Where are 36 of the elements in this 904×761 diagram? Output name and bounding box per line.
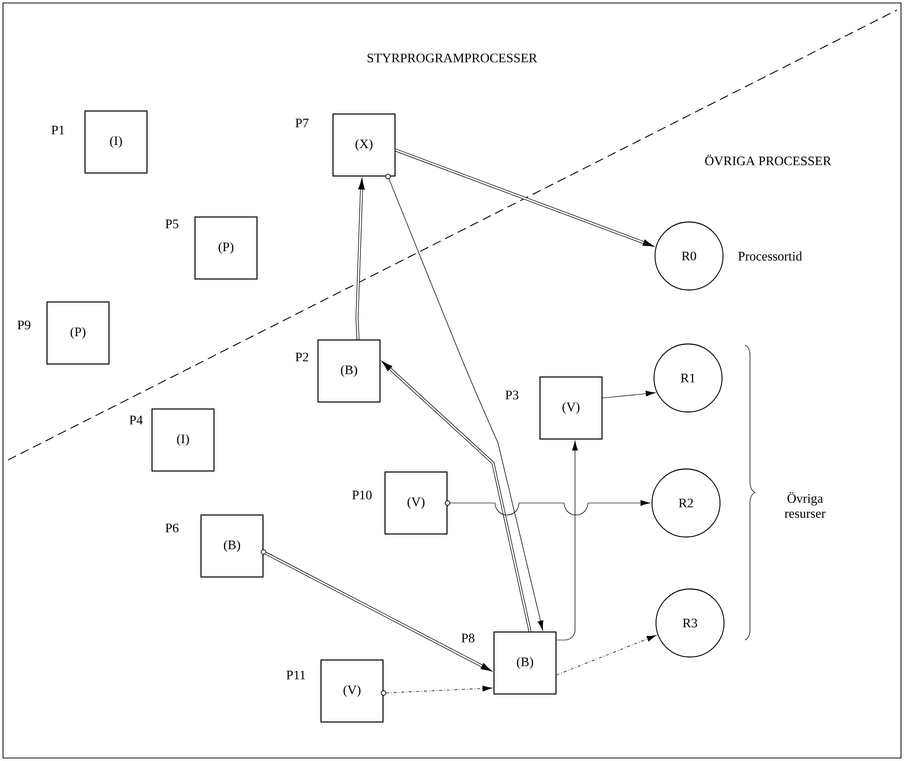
node-label: P10 <box>352 490 372 500</box>
process-box: (I) <box>84 110 148 174</box>
arrow <box>265 552 492 672</box>
arrow <box>386 686 492 694</box>
arrow <box>395 148 654 247</box>
node-label: P6 <box>166 524 178 532</box>
node-label: P5 <box>166 220 178 228</box>
node-label: P3 <box>506 390 518 400</box>
arrow <box>556 440 578 640</box>
node-label: P9 <box>18 320 30 330</box>
arrow <box>556 635 656 676</box>
arrow <box>356 178 365 340</box>
node-label: P4 <box>130 416 143 424</box>
node-label: P2 <box>296 352 308 362</box>
process-box: (X) <box>332 114 396 176</box>
arrow <box>388 178 544 630</box>
node-label: Processortid <box>738 251 802 261</box>
process-box: (B) <box>494 632 556 694</box>
arrow <box>602 390 656 398</box>
process-box: (V) <box>384 472 448 534</box>
process-box: (I) <box>152 408 214 472</box>
node-label: P1 <box>52 126 64 134</box>
node-label: P11 <box>286 670 306 680</box>
arrow <box>381 360 532 632</box>
process-box: (P) <box>46 302 110 364</box>
node-label: P8 <box>462 634 474 642</box>
node-label: P7 <box>296 118 308 128</box>
region-label: STYRPROGRAMPROCESSER <box>368 54 538 62</box>
process-box: (B) <box>200 514 264 578</box>
process-box: (P) <box>194 216 258 280</box>
region-label: ÖVRIGA PROCESSER <box>705 154 832 166</box>
process-box: (V) <box>540 376 602 440</box>
arrow <box>450 500 650 516</box>
process-box: (B) <box>318 340 380 402</box>
region-label: Övriga resurser <box>784 492 826 518</box>
process-box: (V) <box>320 660 384 722</box>
